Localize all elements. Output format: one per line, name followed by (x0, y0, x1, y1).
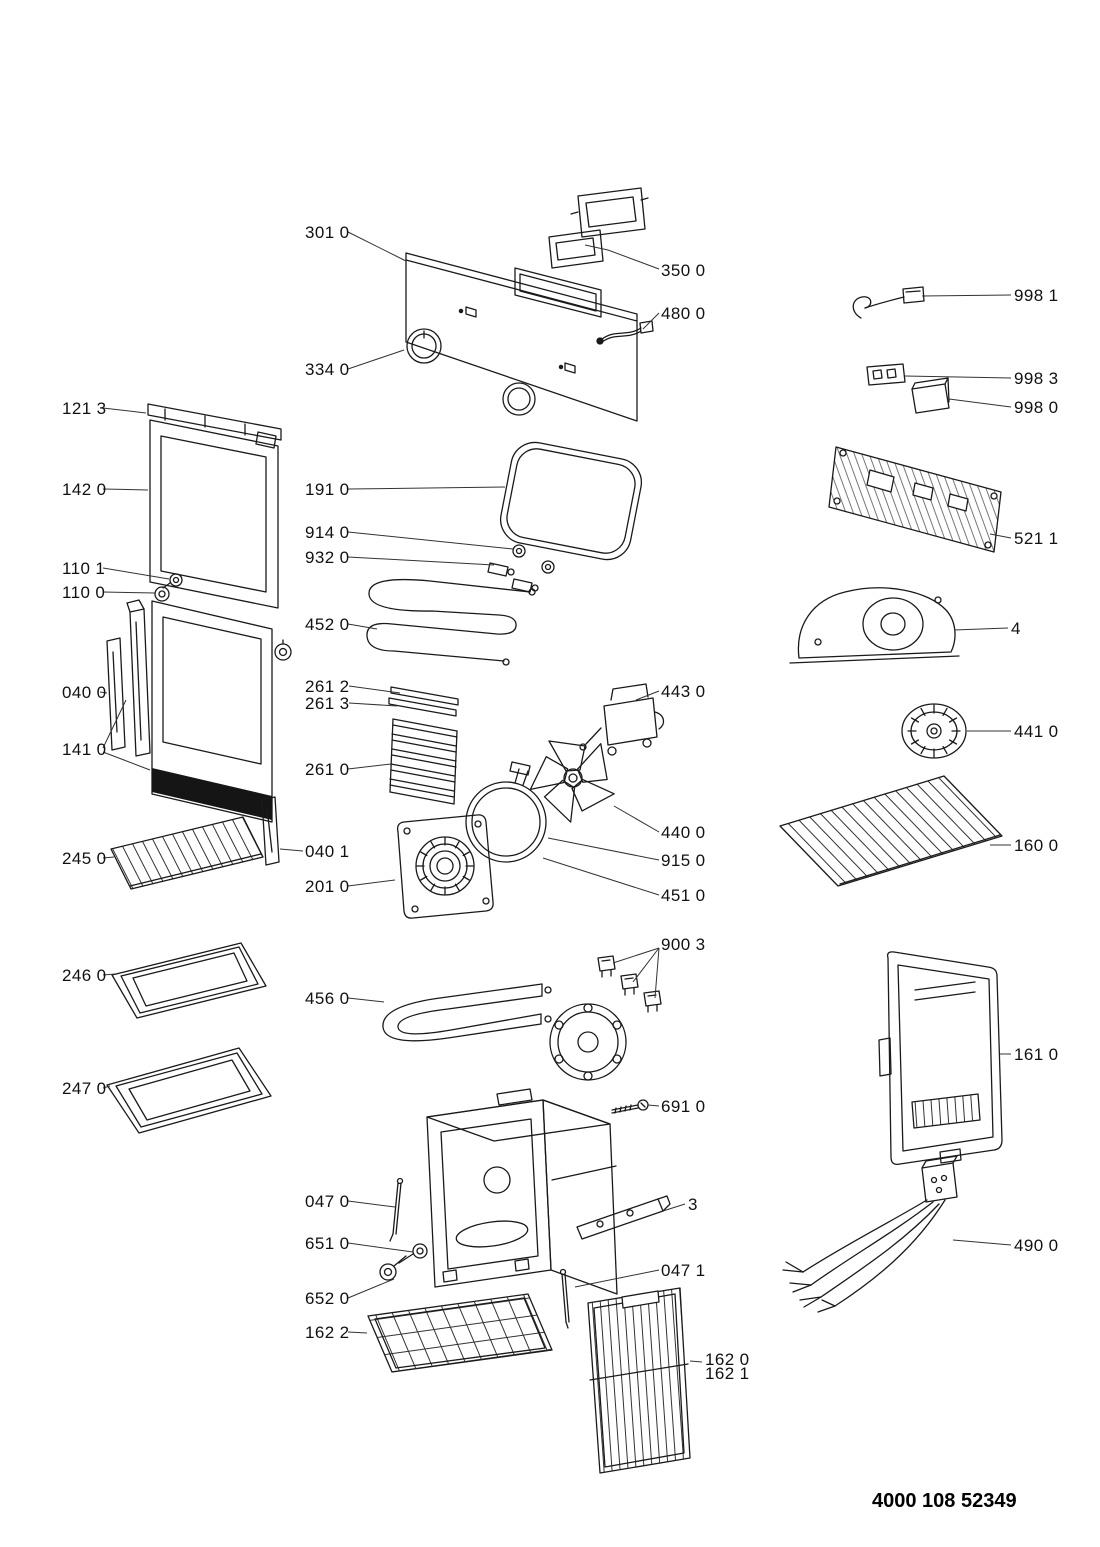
part-connector-block (911, 377, 950, 414)
part-module (866, 363, 906, 386)
part-wire-harness (596, 320, 654, 345)
part-mains-cable (852, 286, 925, 319)
part-label-162-0: 162 0 (705, 1350, 750, 1369)
part-label-110-1: 110 1 (62, 559, 106, 578)
part-door-outer-glass (149, 419, 279, 609)
part-label-915-0: 915 0 (661, 851, 706, 870)
part-label-914-0: 914 0 (305, 523, 350, 542)
part-bottom-grid (367, 1293, 553, 1373)
part-label-900-3: 900 3 (661, 935, 706, 954)
part-label-121-3: 121 3 (62, 399, 107, 418)
part-label-452-0: 452 0 (305, 615, 350, 634)
part-label-161-0: 161 0 (1014, 1045, 1059, 1064)
part-oven-cavity (426, 1088, 618, 1295)
part-label-246-0: 246 0 (62, 966, 107, 985)
part-control-board (828, 446, 1002, 553)
part-label-998-0: 998 0 (1014, 398, 1059, 417)
part-motor-plate (549, 1003, 627, 1081)
part-label-441-0: 441 0 (1014, 722, 1059, 741)
part-label-301-0: 301 0 (305, 223, 350, 242)
part-baking-tray (111, 942, 267, 1019)
part-rear-panel (878, 951, 1003, 1165)
part-label-201-0: 201 0 (305, 877, 350, 896)
part-label-247-0: 247 0 (62, 1079, 107, 1098)
part-clips (597, 955, 662, 1013)
part-label-443-0: 443 0 (661, 682, 706, 701)
part-label-040-0: 040 0 (62, 683, 107, 702)
part-label-162-2: 162 2 (305, 1323, 350, 1342)
part-fan-wheel (901, 703, 967, 759)
part-label-932-0: 932 0 (305, 548, 350, 567)
part-fan-motor (579, 683, 665, 756)
part-label-191-0: 191 0 (305, 480, 350, 499)
part-wire-rack (779, 775, 1003, 887)
part-fan-cover (396, 814, 494, 919)
part-thermostat-651 (398, 1243, 428, 1264)
part-label-047-0: 047 0 (305, 1192, 350, 1211)
part-label-652-0: 652 0 (305, 1289, 350, 1308)
part-rod-047-0 (389, 1177, 404, 1242)
part-label-162-1: 162 1 (705, 1364, 750, 1383)
part-ring-element (465, 761, 547, 863)
part-label-142-0: 142 0 (62, 480, 107, 499)
part-label-998-3: 998 3 (1014, 369, 1059, 388)
part-label-4: 4 (1011, 619, 1021, 638)
part-label-350-0: 350 0 (661, 261, 706, 280)
part-label-245-0: 245 0 (62, 849, 107, 868)
part-label-261-3: 261 3 (305, 694, 350, 713)
part-label-451-0: 451 0 (661, 886, 706, 905)
part-label-998-1: 998 1 (1014, 286, 1059, 305)
part-label-691-0: 691 0 (661, 1097, 706, 1116)
part-label-110-0: 110 0 (62, 583, 106, 602)
part-door-gasket (499, 441, 643, 561)
part-label-047-1: 047 1 (661, 1261, 706, 1280)
part-power-cord (782, 1155, 958, 1313)
part-label-651-0: 651 0 (305, 1234, 350, 1253)
part-fasteners (487, 544, 555, 593)
part-deep-tray (106, 1047, 272, 1134)
part-label-040-1: 040 1 (305, 842, 350, 861)
part-fan-blade (529, 740, 615, 823)
part-label-261-0: 261 0 (305, 760, 350, 779)
part-label-440-0: 440 0 (661, 823, 706, 842)
part-label-456-0: 456 0 (305, 989, 350, 1008)
part-label-141-0: 141 0 (62, 740, 107, 759)
doc-number: 4000 108 52349 (872, 1490, 1017, 1512)
part-thermostat-652 (379, 1255, 407, 1281)
part-label-334-0: 334 0 (305, 360, 350, 379)
part-fan-housing (789, 587, 960, 664)
part-label-490-0: 490 0 (1014, 1236, 1059, 1255)
part-door-top-trim (147, 403, 282, 449)
part-label-480-0: 480 0 (661, 304, 706, 323)
part-control-panel (405, 252, 638, 422)
part-label-521-1: 521 1 (1014, 529, 1059, 548)
part-mounting-brackets (548, 187, 649, 269)
part-screw (611, 1099, 649, 1114)
part-shelf-rails (388, 686, 459, 805)
part-wire-shelf (110, 816, 264, 890)
leader-lines (99, 231, 1012, 1363)
part-lower-element (382, 983, 552, 1042)
part-side-rail (576, 1195, 671, 1240)
part-hinges (154, 573, 292, 661)
part-door-inner-assembly (106, 599, 280, 866)
part-label-160-0: 160 0 (1014, 836, 1059, 855)
part-rod-047-1 (559, 1268, 570, 1329)
part-grill-element (366, 578, 536, 666)
part-label-261-2: 261 2 (305, 677, 350, 696)
part-label-3: 3 (688, 1195, 698, 1214)
part-rear-grid (587, 1287, 691, 1474)
